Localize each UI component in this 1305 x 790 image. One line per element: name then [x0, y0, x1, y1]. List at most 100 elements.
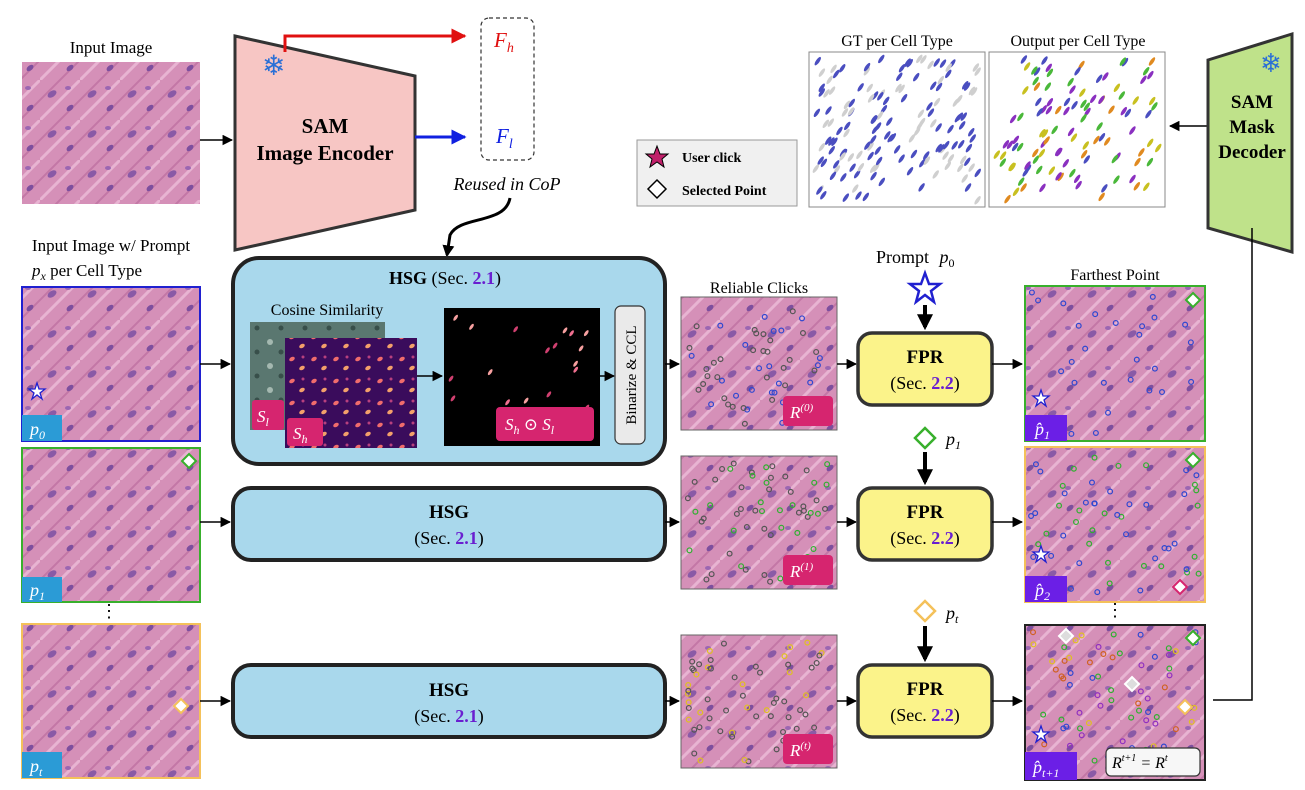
- farthest-point-p2: p̂2: [1024, 446, 1206, 603]
- cell-mask: [1089, 94, 1097, 104]
- click-point: [769, 463, 776, 470]
- click-point: [733, 392, 740, 399]
- snowflake-icon: ❄: [1260, 49, 1282, 78]
- cell-mask: [912, 72, 920, 82]
- prompt-p1-label: p1: [944, 429, 961, 452]
- click-point: [813, 659, 820, 666]
- click-point: [730, 527, 737, 534]
- cell-mask: [1080, 150, 1088, 159]
- click-point: [691, 726, 698, 733]
- click-point: [1077, 725, 1084, 732]
- click-point: [785, 661, 792, 668]
- cell-mask: [954, 113, 962, 123]
- cell-mask: [820, 158, 828, 168]
- cell-mask: [945, 63, 952, 72]
- sl-badge-text: Sl: [257, 407, 270, 429]
- cell-mask: [972, 63, 980, 72]
- svg-text:FPR: FPR: [907, 679, 944, 700]
- click-point: [1149, 293, 1156, 300]
- cell-mask: [1035, 97, 1042, 107]
- cell-mask: [832, 69, 840, 79]
- cell-mask: [842, 193, 850, 202]
- cell-mask: [1073, 174, 1081, 184]
- cell-mask: [939, 59, 947, 68]
- reliable-clicks-r0: R(0): [680, 296, 838, 431]
- click-point: [686, 547, 693, 554]
- input-prompt-subtitle: px per Cell Type: [31, 261, 142, 283]
- click-point: [1152, 720, 1159, 727]
- cell-mask: [893, 145, 901, 154]
- click-point: [743, 524, 750, 531]
- cell-mask: [1129, 174, 1136, 184]
- svg-text:p0: p0: [28, 419, 45, 442]
- click-point: [1119, 738, 1126, 745]
- click-point: [1115, 462, 1122, 469]
- click-point: [708, 571, 715, 578]
- click-point: [1127, 376, 1134, 383]
- click-point: [752, 507, 759, 514]
- click-point: [793, 725, 800, 732]
- decoder-label-1: SAM: [1231, 92, 1273, 113]
- click-point: [1076, 560, 1083, 567]
- cell-mask: [1155, 143, 1162, 153]
- activation-blob: [562, 327, 568, 334]
- cell-mask: [1119, 57, 1127, 66]
- cell-mask: [866, 83, 873, 93]
- cell-mask: [1017, 177, 1025, 186]
- cell-mask: [1006, 140, 1014, 150]
- cell-mask: [898, 63, 906, 73]
- click-point: [704, 373, 711, 380]
- cell-mask: [1070, 133, 1078, 142]
- click-point: [761, 525, 768, 532]
- cell-mask: [906, 58, 914, 68]
- click-point: [795, 509, 802, 516]
- click-point: [685, 687, 692, 694]
- cell-mask: [964, 157, 971, 166]
- click-point: [1030, 553, 1037, 560]
- click-point: [1100, 379, 1107, 386]
- click-point: [813, 497, 820, 504]
- cell-mask: [857, 163, 865, 172]
- click-point: [750, 347, 757, 354]
- click-point: [1085, 720, 1092, 727]
- cell-mask: [1032, 76, 1039, 86]
- click-point: [1153, 714, 1160, 721]
- click-point: [731, 674, 738, 681]
- click-point: [789, 308, 796, 315]
- svg-text:FPR: FPR: [907, 502, 944, 523]
- click-point: [1188, 378, 1195, 385]
- click-point: [1158, 563, 1165, 570]
- cell-mask: [1080, 99, 1087, 109]
- click-point: [813, 348, 820, 355]
- cell-mask: [818, 88, 826, 97]
- cell-mask: [825, 106, 832, 115]
- click-point: [1058, 673, 1065, 680]
- cell-mask: [828, 146, 835, 155]
- click-point: [1126, 501, 1133, 508]
- gt-mask-panel: [808, 51, 986, 208]
- cell-mask: [812, 164, 820, 173]
- cell-mask: [1093, 135, 1100, 145]
- cell-mask: [1074, 67, 1081, 76]
- click-point: [802, 711, 809, 718]
- sam-mask-decoder: [1206, 31, 1294, 254]
- cell-mask: [913, 127, 921, 136]
- click-point: [761, 313, 768, 320]
- cell-mask: [1151, 102, 1158, 111]
- click-point: [1152, 555, 1159, 562]
- prompt-p0-label: Prompt p0: [876, 247, 955, 270]
- click-point: [707, 665, 714, 672]
- cell-mask: [1113, 175, 1120, 184]
- cell-mask: [1146, 157, 1154, 167]
- cell-mask: [843, 128, 850, 138]
- click-point: [739, 681, 746, 688]
- cell-mask: [935, 123, 942, 132]
- click-point: [1116, 650, 1123, 657]
- cell-mask: [1098, 192, 1105, 202]
- click-point: [1048, 552, 1055, 559]
- click-point: [776, 507, 783, 514]
- cell-mask: [947, 154, 955, 163]
- cell-mask: [831, 137, 838, 146]
- cell-mask: [918, 183, 925, 192]
- click-point: [1112, 319, 1119, 326]
